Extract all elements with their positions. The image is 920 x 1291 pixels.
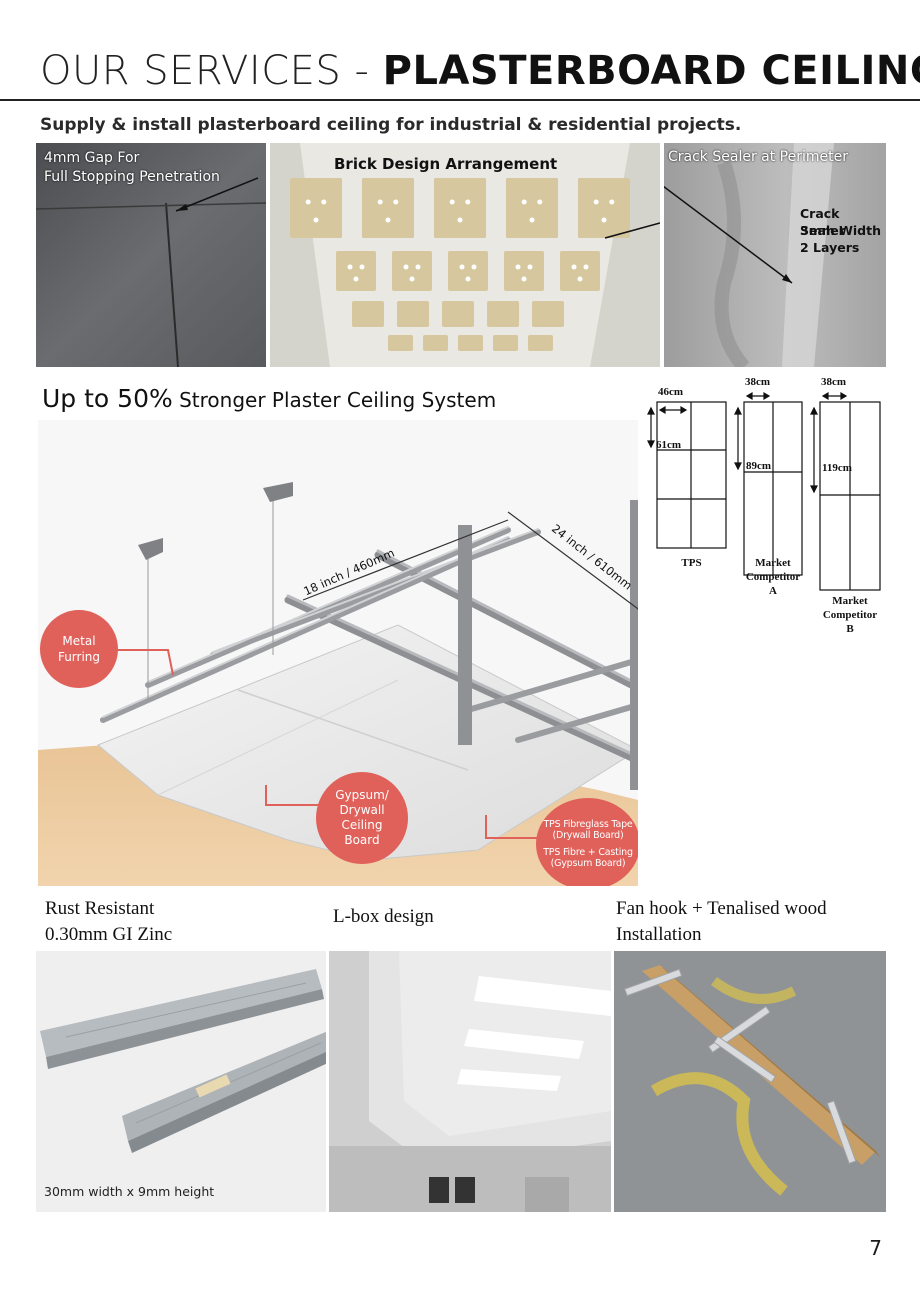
tps-height: 61cm xyxy=(656,439,682,451)
sealer-detail-2: 3mm Width xyxy=(800,223,881,238)
fibreglass-tape-callout: TPS Fibreglass Tape (Drywall Board) TPS … xyxy=(536,798,638,886)
brick-caption: Brick Design Arrangement xyxy=(334,155,558,173)
competitor-a-line-3: A xyxy=(769,585,777,597)
title-light: OUR SERVICES - xyxy=(40,48,383,94)
rust-line-1: Rust Resistant xyxy=(45,898,155,919)
competitor-b-width: 38cm xyxy=(821,376,847,388)
competitor-b-line-3: B xyxy=(846,623,854,635)
sealer-detail-3: 2 Layers xyxy=(800,240,860,255)
strength-heading: Up to 50% Stronger Plaster Ceiling Syste… xyxy=(42,384,496,413)
sealer-caption: Crack Sealer at Perimeter xyxy=(668,149,848,165)
strength-heading-percent: Up to 50% xyxy=(42,384,173,413)
brick-photo: Brick Design Arrangement xyxy=(270,143,660,367)
gypsum-line-3: Ceiling xyxy=(341,818,383,832)
gypsum-line-1: Gypsum/ xyxy=(335,788,389,802)
gypsum-board-callout: Gypsum/ Drywall Ceiling Board xyxy=(316,772,408,864)
competitor-a-line-2: Competitor xyxy=(745,571,801,583)
tape-line-4: (Gypsum Board) xyxy=(550,858,626,869)
tape-line-3: TPS Fibre + Casting xyxy=(543,846,633,858)
tps-label-line-1: TPS xyxy=(681,557,702,569)
competitor-b-height: 119cm xyxy=(822,462,852,474)
lbox-photo xyxy=(329,951,611,1212)
tape-line-2: (Drywall Board) xyxy=(552,830,624,841)
gap-photo: 4mm Gap For Full Stopping Penetration xyxy=(36,143,266,367)
sealer-photo: Crack Sealer at Perimeter Crack Sealer 3… xyxy=(664,143,886,367)
page-number: 7 xyxy=(869,1236,882,1260)
fan-hook-caption: Fan hook + Tenalised wood Installation xyxy=(616,896,827,948)
competitor-b-line-2: Competitor xyxy=(822,609,878,621)
gap-caption-1: 4mm Gap For xyxy=(44,150,140,166)
competitor-a-line-1: Market xyxy=(755,557,791,569)
metal-furring-callout: Metal Furring xyxy=(40,610,118,688)
competitor-a-height: 89cm xyxy=(746,460,772,472)
competitor-b-line-1: Market xyxy=(832,595,868,607)
rust-line-2: 0.30mm GI Zinc xyxy=(45,924,173,945)
page-subtitle: Supply & install plasterboard ceiling fo… xyxy=(40,115,742,135)
fan-hook-photo xyxy=(614,951,886,1212)
competitor-a-label: Market Competitor A xyxy=(734,556,812,598)
board-size-comparison: 46cm 38cm 38cm 61cm 89cm 119cm TPS Marke… xyxy=(640,372,910,647)
metal-furring-line-1: Metal xyxy=(62,634,96,648)
page-title: OUR SERVICES - PLASTERBOARD CEILING xyxy=(40,44,920,97)
rust-resistant-caption: Rust Resistant 0.30mm GI Zinc xyxy=(45,896,172,948)
tape-line-1: TPS Fibreglass Tape xyxy=(543,818,633,830)
ceiling-system-diagram: 18 inch / 460mm 24 inch / 610mm Metal Fu… xyxy=(38,420,638,886)
title-divider xyxy=(0,99,920,101)
gypsum-line-2: Drywall xyxy=(339,803,385,817)
gypsum-line-4: Board xyxy=(344,833,380,847)
strength-heading-text: Stronger Plaster Ceiling System xyxy=(172,388,497,412)
gap-caption-2: Full Stopping Penetration xyxy=(44,169,220,185)
fan-line-2: Installation xyxy=(616,924,702,945)
tps-width: 46cm xyxy=(658,386,684,398)
sealer-detail-1: Crack Sealer xyxy=(800,206,845,238)
tps-label: TPS xyxy=(657,556,726,570)
fan-line-1: Fan hook + Tenalised wood xyxy=(616,898,827,919)
title-bold: PLASTERBOARD CEILING xyxy=(382,48,920,94)
metal-furring-line-2: Furring xyxy=(57,650,101,664)
competitor-a-width: 38cm xyxy=(745,376,771,388)
furring-channel-photo: 30mm width x 9mm height xyxy=(36,951,326,1212)
furring-dims-caption: 30mm width x 9mm height xyxy=(44,1184,215,1199)
competitor-b-label: Market Competitor B xyxy=(810,594,890,636)
lbox-caption: L-box design xyxy=(333,906,434,927)
